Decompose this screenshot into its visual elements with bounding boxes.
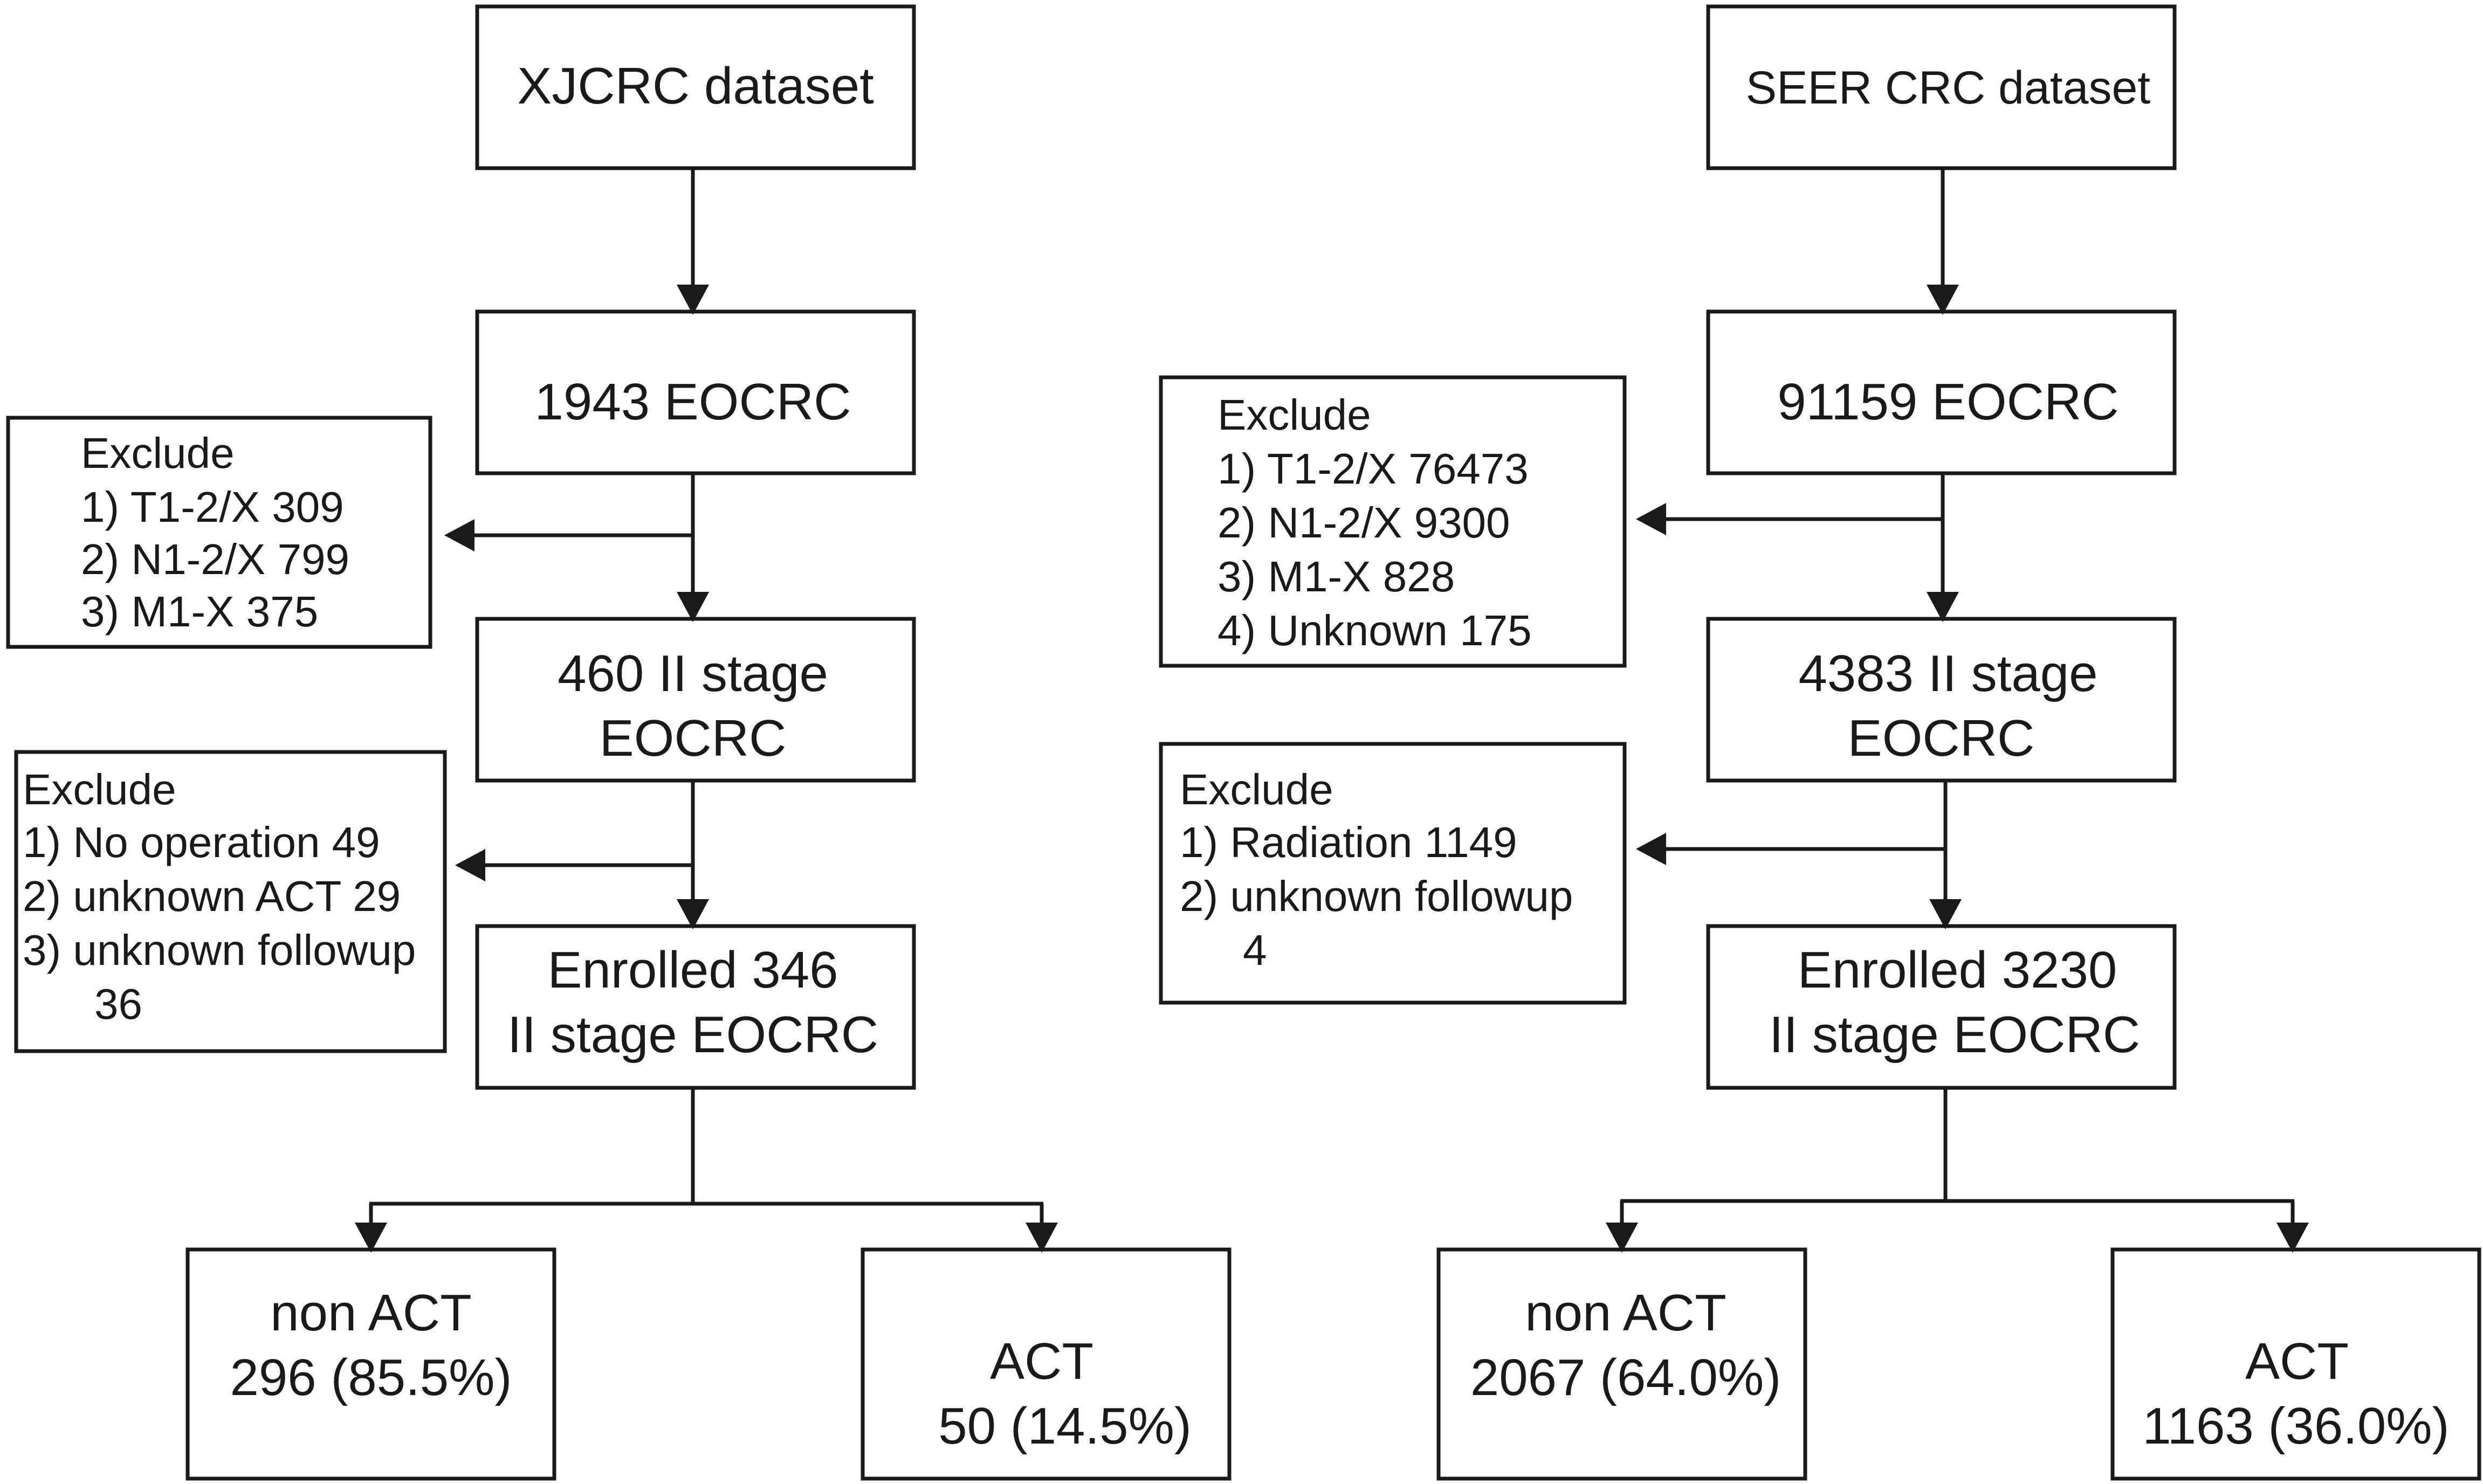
- xjcrc-enrolled-label-line2: II stage EOCRC: [507, 1006, 878, 1064]
- seer-exclude1-title: Exclude: [1218, 391, 1371, 439]
- seer-exclude2-item: 4: [1243, 926, 1267, 974]
- seer-dataset-label: SEER CRC dataset: [1746, 62, 2151, 114]
- xjcrc-exclude1-box: [6, 416, 432, 649]
- xjcrc-eocrc-label: 1943 EOCRC: [535, 373, 851, 431]
- xjcrc-flow: [6, 4, 1232, 1481]
- seer-exclude2-list: Exclude 1) Radiation 1149 2) unknown fol…: [1180, 765, 1573, 974]
- xjcrc-labels: XJCRC dataset 1943 EOCRC 460 II stage EO…: [230, 57, 1192, 1455]
- xjcrc-non-act-label-line1: non ACT: [270, 1284, 472, 1342]
- xjcrc-dataset-label: XJCRC dataset: [517, 57, 874, 115]
- xjcrc-stage-label-line1: 460 II stage: [558, 645, 828, 702]
- seer-eocrc-label: 91159 EOCRC: [1777, 373, 2119, 431]
- xjcrc-act-label-line1: ACT: [990, 1333, 1093, 1390]
- xjcrc-exclude2-item: 1) No operation 49: [23, 818, 380, 866]
- xjcrc-stage-label-line2: EOCRC: [600, 709, 787, 767]
- seer-act-label-line1: ACT: [2245, 1333, 2349, 1390]
- xjcrc-exclude1-title: Exclude: [81, 429, 235, 477]
- xjcrc-exclude1-list: Exclude 1) T1-2/X 309 2) N1-2/X 799 3) M…: [81, 429, 349, 636]
- xjcrc-act-value: 50 (14.5%): [938, 1397, 1192, 1455]
- seer-exclude1-item: 4) Unknown 175: [1218, 606, 1532, 654]
- xjcrc-exclude2-item: 36: [94, 980, 142, 1028]
- seer-exclude1-item: 3) M1-X 828: [1218, 553, 1455, 600]
- xjcrc-exclude2-item: 3) unknown followup: [23, 926, 416, 974]
- seer-exclude1-box: [1159, 375, 1627, 668]
- xjcrc-dataset-box: [475, 4, 916, 170]
- seer-enrolled-label-line1: Enrolled 3230: [1798, 941, 2117, 999]
- xjcrc-non-act-value: 296 (85.5%): [230, 1349, 512, 1406]
- seer-stage-label-line2: EOCRC: [1848, 709, 2035, 767]
- xjcrc-exclude2-item: 2) unknown ACT 29: [23, 872, 401, 920]
- xjcrc-exclude2-title: Exclude: [23, 765, 176, 813]
- seer-exclude2-item: 1) Radiation 1149: [1180, 818, 1517, 866]
- seer-exclude2-title: Exclude: [1180, 765, 1333, 813]
- xjcrc-exclude2-list: Exclude 1) No operation 49 2) unknown AC…: [23, 765, 416, 1028]
- seer-exclude1-list: Exclude 1) T1-2/X 76473 2) N1-2/X 9300 3…: [1218, 391, 1532, 654]
- seer-enrolled-label-line2: II stage EOCRC: [1769, 1006, 2140, 1064]
- xjcrc-exclude1-item: 1) T1-2/X 309: [81, 483, 344, 531]
- seer-exclude1-item: 1) T1-2/X 76473: [1218, 445, 1529, 493]
- xjcrc-exclude1-item: 3) M1-X 375: [81, 588, 318, 636]
- seer-stage-label-line1: 4383 II stage: [1798, 645, 2097, 702]
- seer-non-act-label-line1: non ACT: [1525, 1284, 1727, 1342]
- xjcrc-enrolled-label-line1: Enrolled 346: [547, 941, 838, 999]
- xjcrc-exclude1-item: 2) N1-2/X 799: [81, 535, 349, 583]
- seer-exclude2-item: 2) unknown followup: [1180, 872, 1573, 920]
- seer-flow: [1159, 4, 2481, 1481]
- seer-exclude2-box: [1159, 742, 1627, 1005]
- seer-labels: SEER CRC dataset 91159 EOCRC 4383 II sta…: [1470, 62, 2450, 1455]
- seer-exclude1-item: 2) N1-2/X 9300: [1218, 499, 1510, 547]
- seer-non-act-value: 2067 (64.0%): [1470, 1349, 1781, 1406]
- seer-act-value: 1163 (36.0%): [2142, 1397, 2449, 1455]
- xjcrc-exclude2-box: [14, 750, 447, 1053]
